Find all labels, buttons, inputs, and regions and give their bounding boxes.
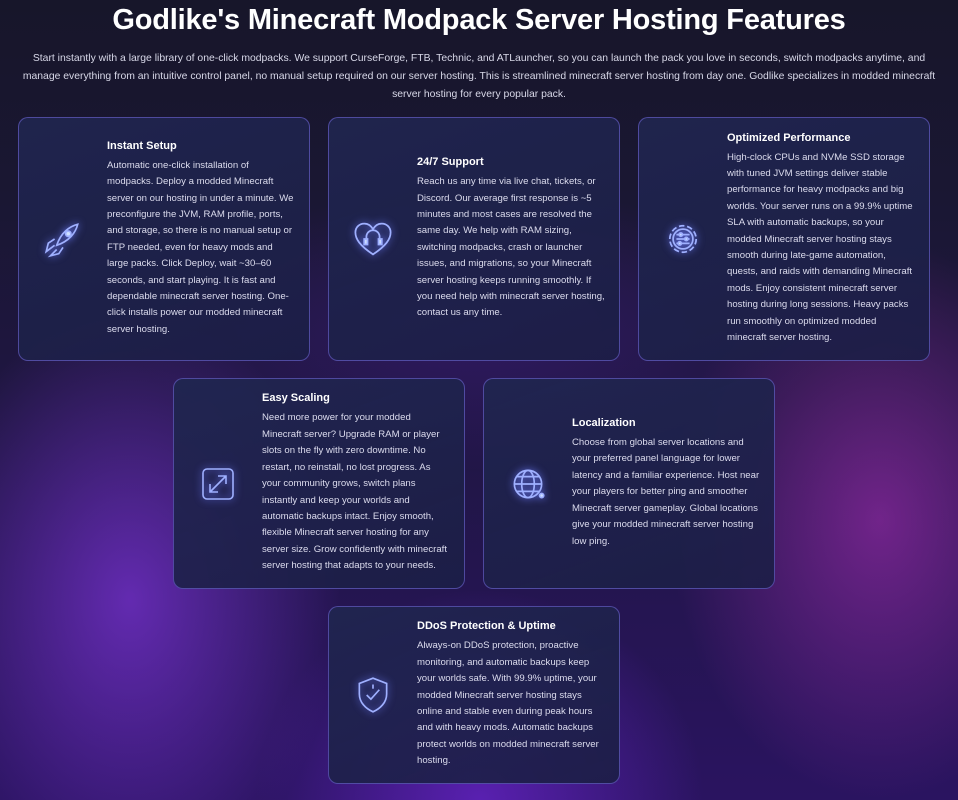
- expand-arrows-icon: [174, 464, 262, 504]
- feature-description: High-clock CPUs and NVMe SSD storage wit…: [727, 151, 913, 344]
- feature-description: Need more power for your modded Minecraf…: [262, 412, 448, 572]
- feature-title: 24/7 Support: [417, 156, 484, 169]
- feature-title: Optimized Performance: [727, 131, 851, 144]
- page-title: Godlike's Minecraft Modpack Server Hosti…: [112, 4, 846, 36]
- intro-text: Start instantly with a large library of …: [22, 53, 936, 100]
- feature-description: Reach us any time via live chat, tickets…: [417, 176, 605, 319]
- feature-description: Automatic one-click installation of modp…: [107, 159, 294, 335]
- gear-sliders-icon: [639, 217, 727, 261]
- globe-icon: [484, 463, 572, 505]
- feature-description: Choose from global server locations and …: [572, 437, 760, 547]
- feature-title: Easy Scaling: [262, 392, 330, 405]
- feature-description: Always-on DDoS protection, proactive mon…: [417, 640, 599, 767]
- shield-icon: [329, 674, 417, 716]
- rocket-icon: [19, 218, 107, 260]
- feature-title: Localization: [572, 417, 636, 430]
- feature-title: DDoS Protection & Uptime: [417, 620, 556, 633]
- feature-title: Instant Setup: [107, 139, 177, 152]
- heart-headset-icon: [329, 217, 417, 261]
